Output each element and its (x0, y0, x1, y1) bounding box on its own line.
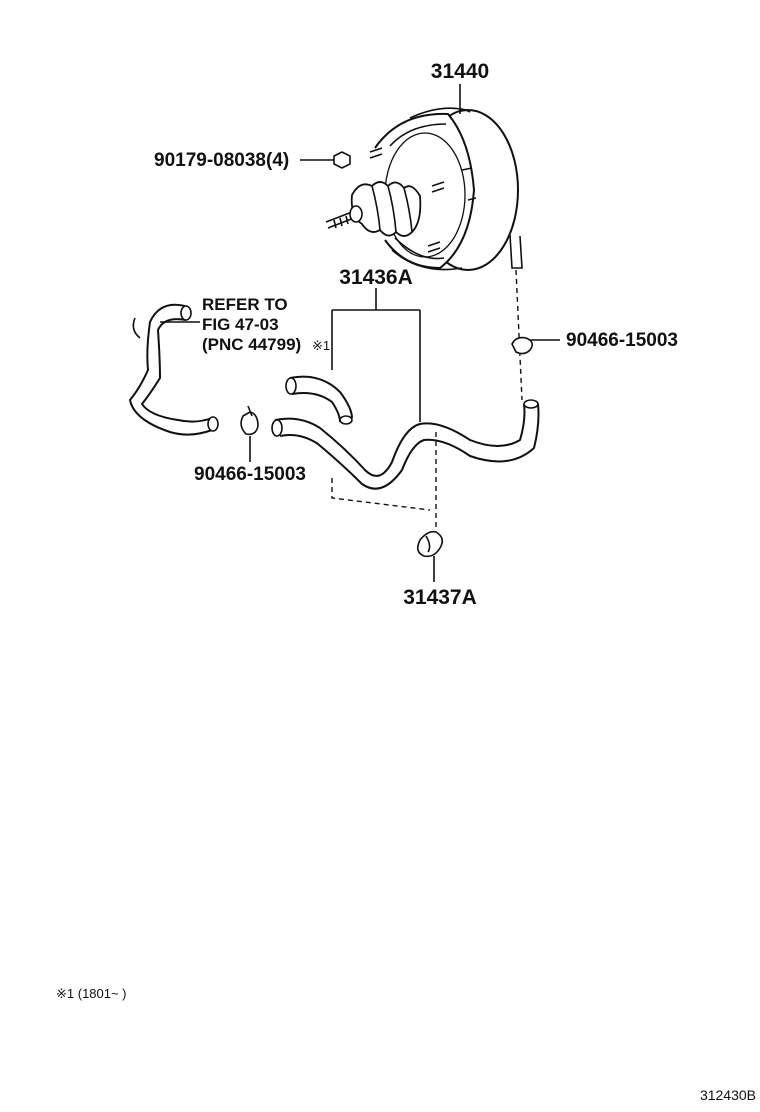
bracket-hose-assy (331, 288, 421, 422)
label-refer-mark: ※1 (312, 338, 330, 353)
brake-booster (325, 107, 523, 271)
label-refer-line2: FIG 47-03 (202, 315, 279, 334)
clamp-icon (416, 530, 444, 582)
label-refer-line3: (PNC 44799) (202, 335, 301, 354)
label-clamp: 31437A (403, 586, 477, 609)
reference-hose (128, 303, 219, 436)
label-booster: 31440 (431, 60, 489, 83)
footnote: ※1 (1801~ ) (56, 986, 127, 1001)
label-clip-right: 90466-15003 (566, 330, 678, 351)
clip-right-icon (511, 336, 560, 355)
clip-left-icon (240, 405, 259, 462)
vacuum-hose (271, 375, 540, 490)
label-refer-line1: REFER TO (202, 295, 288, 314)
dash-booster-to-hose (515, 269, 523, 401)
label-hose-assy: 31436A (339, 266, 413, 289)
label-nut: 90179-08038(4) (154, 150, 289, 171)
label-clip-left: 90466-15003 (194, 464, 306, 485)
figure-code: 312430B (700, 1087, 756, 1103)
nut-icon (300, 151, 351, 169)
dash-hose-branch (331, 478, 431, 511)
